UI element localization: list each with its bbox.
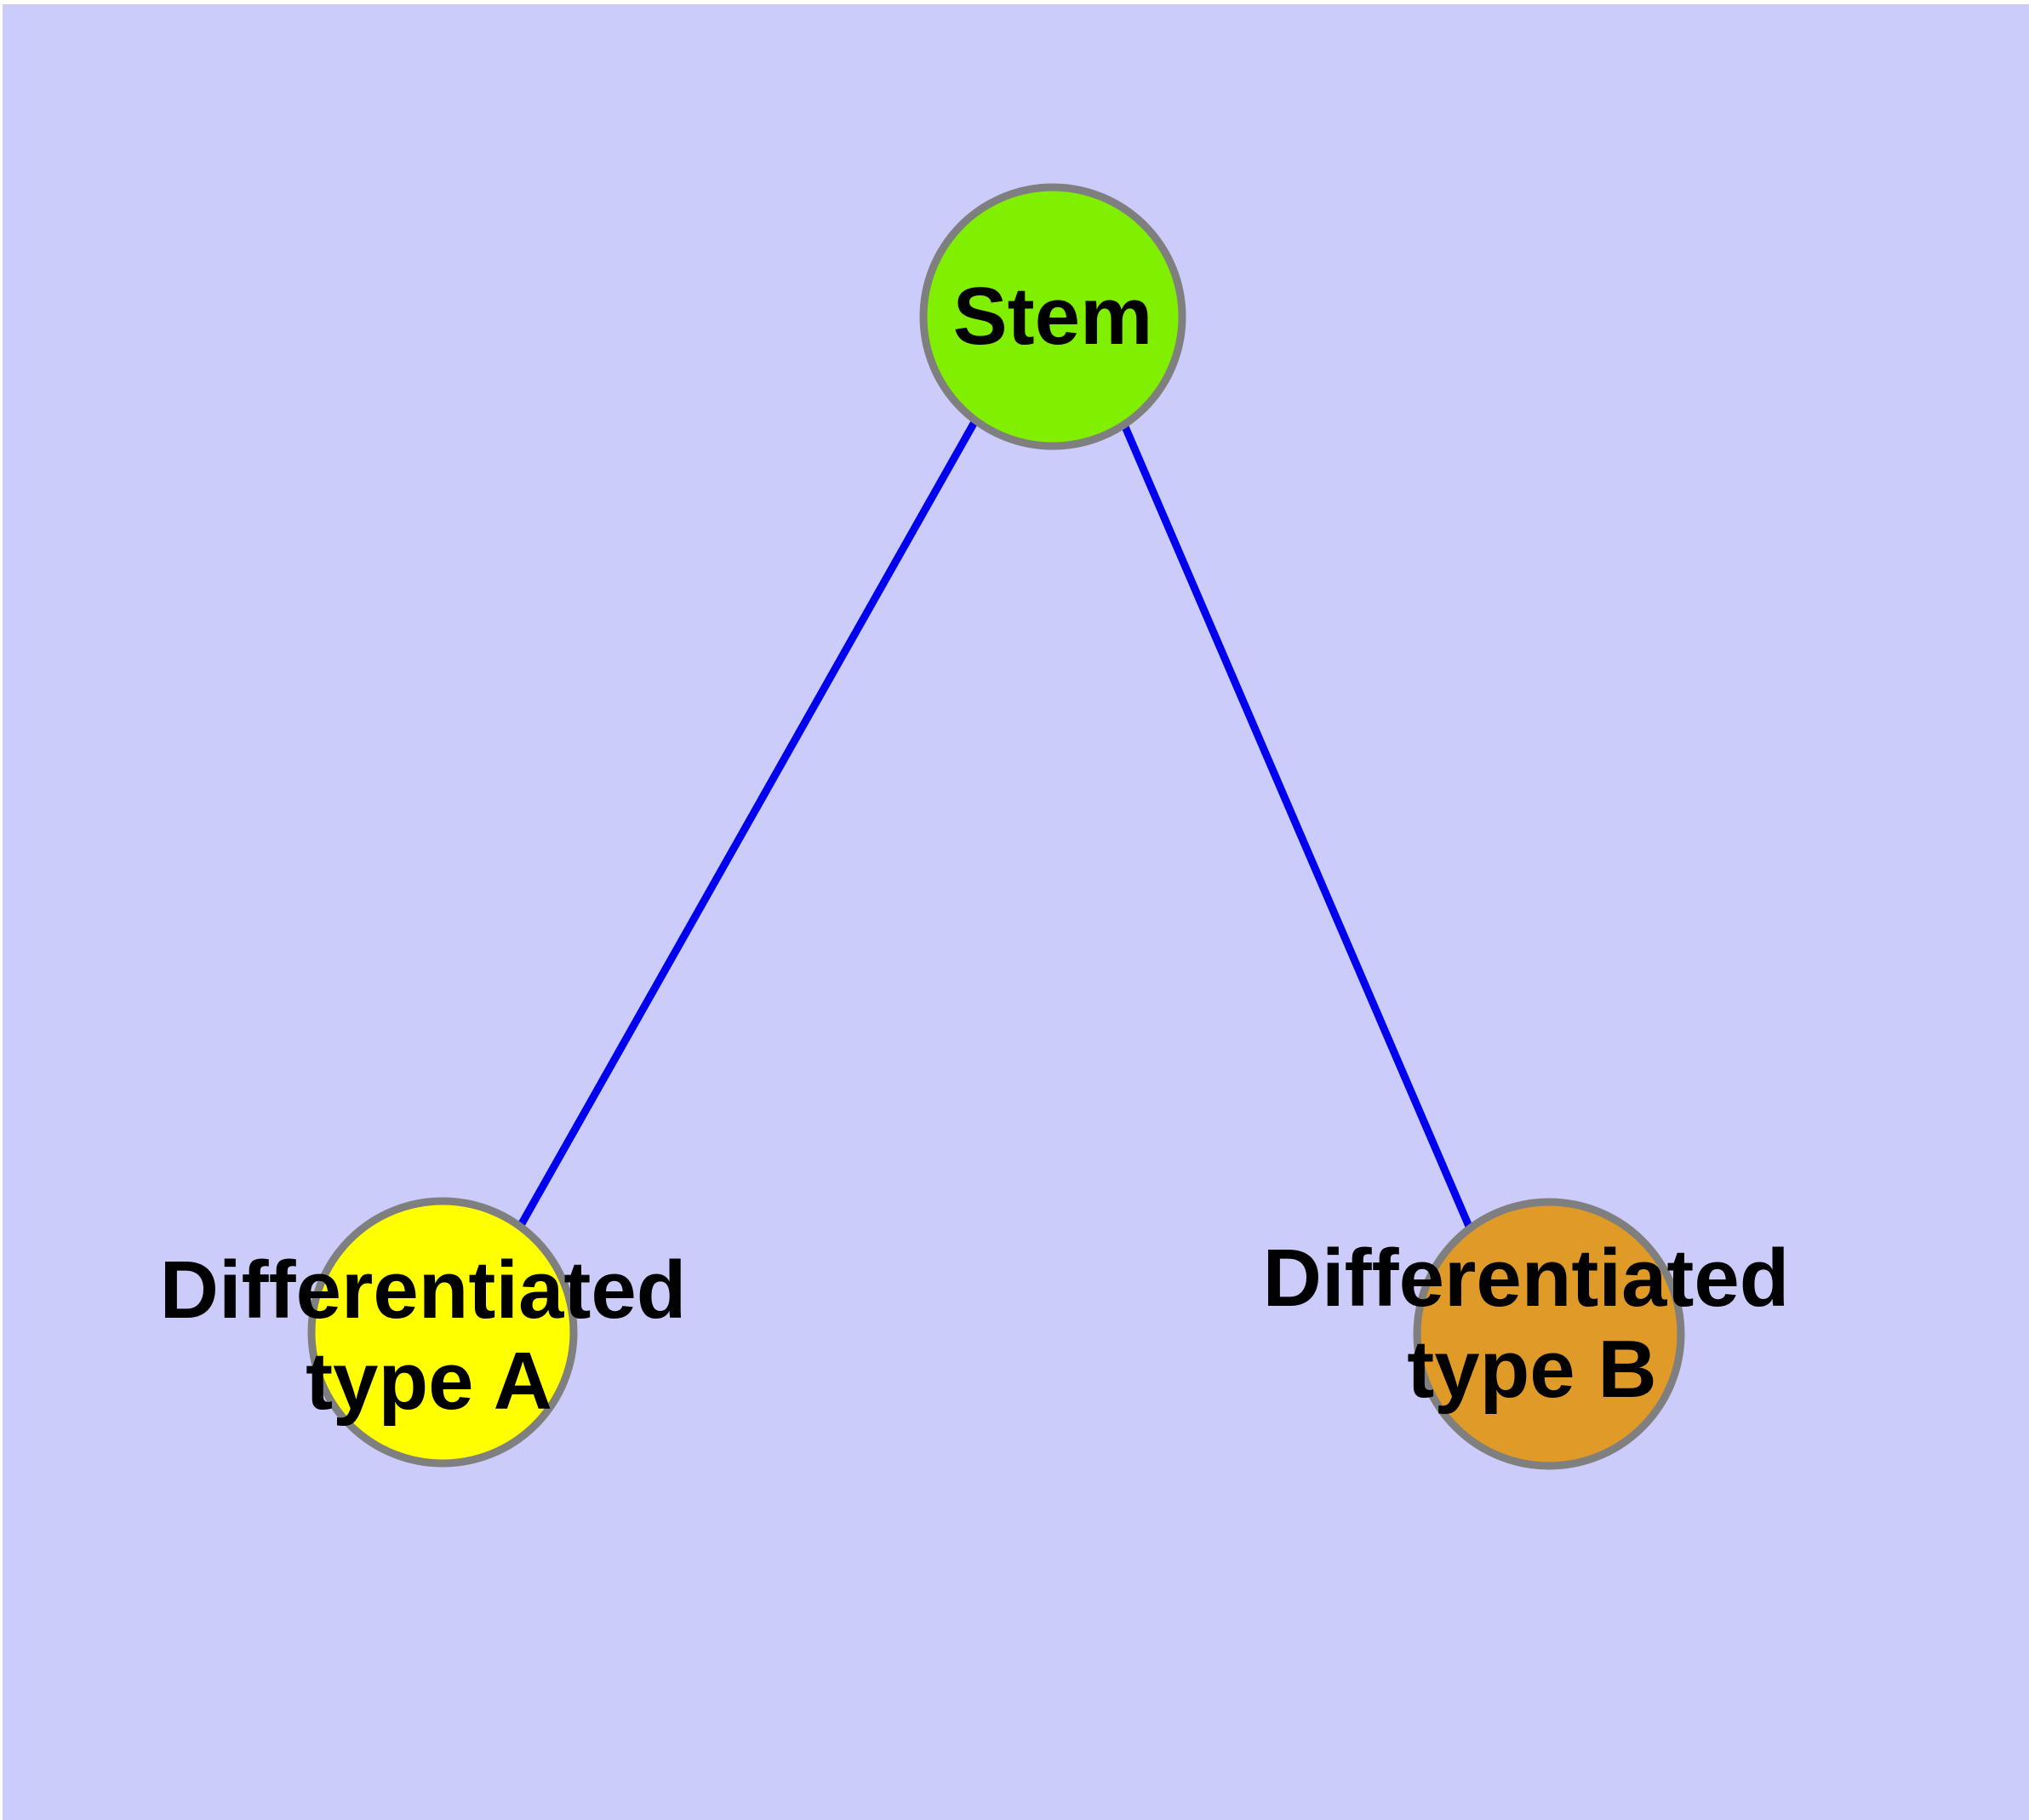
node-differentiated-type-b[interactable] [1413,1198,1685,1470]
edge-layer [517,418,1474,1230]
node-label-stem: Stem [953,271,1153,362]
node-stem[interactable] [919,183,1186,450]
node-label-differentiated-type-b-line1: Differentiated [1263,1233,1790,1324]
node-label-differentiated-type-b-line2: type B [1407,1324,1656,1415]
edge-stem-to-differentiated-type-b[interactable] [1120,423,1474,1230]
node-layer [307,183,1685,1470]
node-differentiated-type-a[interactable] [307,1197,578,1468]
node-label-differentiated-type-a-line1: Differentiated [160,1245,687,1336]
label-layer: Stem Differentiated type A Differentiate… [160,271,1790,1427]
edge-stem-to-differentiated-type-a[interactable] [517,418,979,1229]
node-label-differentiated-type-a-line2: type A [306,1336,552,1427]
